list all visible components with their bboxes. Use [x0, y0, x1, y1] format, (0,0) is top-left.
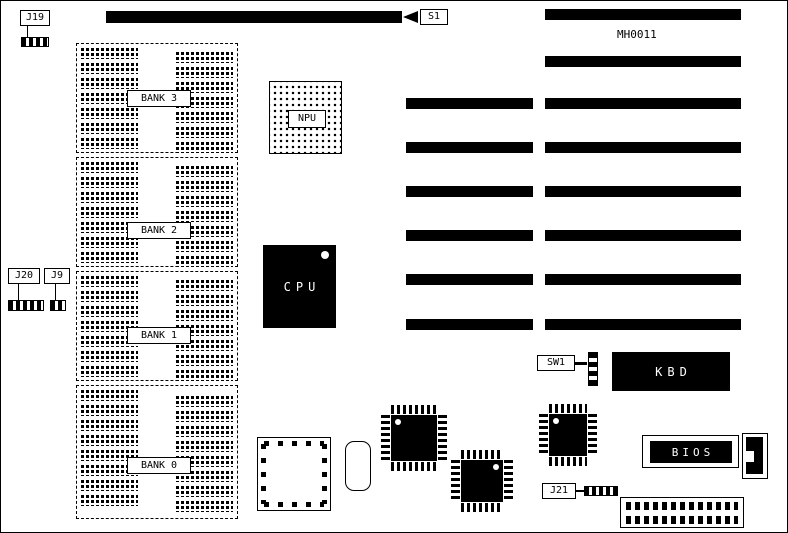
qfp-pins	[391, 405, 437, 414]
npu-socket: NPU	[269, 81, 342, 154]
dram-chip-column	[81, 390, 138, 506]
qfp-pin1-dot	[553, 418, 559, 424]
qfp-pins	[539, 414, 548, 456]
expansion-slot	[545, 56, 741, 67]
dram-chip-column	[81, 162, 138, 263]
edge-connector	[742, 433, 768, 479]
pin-header-row	[626, 516, 738, 524]
board-part-number: MH0011	[617, 28, 657, 41]
s1-label: S1	[420, 9, 448, 25]
qfp-pins	[438, 415, 447, 461]
bottom-pin-header-block	[620, 497, 744, 528]
expansion-slot	[545, 319, 741, 330]
qfp-pins	[549, 457, 587, 466]
plcc-ticks-right	[322, 444, 327, 504]
bios-label: BIOS	[671, 445, 715, 459]
qfp-pins	[391, 462, 437, 471]
memory-bank-3: BANK 3	[76, 43, 238, 153]
j20-leader-line	[18, 284, 19, 300]
qfp-chip	[539, 404, 597, 466]
qfp-body	[391, 415, 437, 461]
j20-header-pins	[8, 300, 44, 311]
bios-chip: BIOS	[650, 441, 732, 463]
edge-connector-body	[746, 437, 763, 474]
expansion-slot	[545, 98, 741, 109]
expansion-slot	[406, 274, 533, 285]
edge-connector-notch	[746, 451, 754, 462]
j19-leader-line	[27, 26, 28, 37]
memory-bank-1: BANK 1	[76, 271, 238, 381]
s1-arrow-icon	[403, 11, 418, 23]
j19-header-pins	[21, 37, 49, 47]
qfp-pins	[504, 460, 513, 502]
j21-leader-line	[576, 490, 584, 492]
j9-header-pins	[50, 300, 66, 311]
kbd-chip: KBD	[612, 352, 730, 391]
npu-label: NPU	[288, 110, 326, 128]
qfp-pin1-dot	[395, 419, 401, 425]
j9-label: J9	[44, 268, 70, 284]
dram-chip-column	[176, 166, 233, 267]
qfp-body	[549, 414, 587, 456]
expansion-slot	[545, 230, 741, 241]
memory-bank-0: BANK 0	[76, 385, 238, 519]
qfp-pins	[381, 415, 390, 461]
expansion-slot	[406, 98, 533, 109]
qfp-pins	[549, 404, 587, 413]
plcc-ticks-top	[264, 441, 324, 446]
qfp-pins	[461, 450, 503, 459]
j9-leader-line	[55, 284, 56, 300]
expansion-slot	[406, 186, 533, 197]
expansion-slot	[406, 142, 533, 153]
cpu-label: CPU	[283, 279, 321, 294]
expansion-slot	[406, 230, 533, 241]
sw1-dip-switch	[588, 352, 598, 386]
j20-label: J20	[8, 268, 40, 284]
cpu-chip: CPU	[263, 245, 336, 328]
cpu-pin1-dot	[321, 251, 329, 259]
bios-socket: BIOS	[642, 435, 739, 468]
bank2-label: BANK 2	[127, 222, 191, 239]
j21-header-pins	[584, 486, 618, 496]
qfp-pins	[588, 414, 597, 456]
kbd-label: KBD	[655, 364, 692, 379]
oscillator	[345, 441, 371, 491]
dram-chip-column	[81, 276, 138, 377]
sw1-leader-line	[575, 362, 587, 365]
pin-header-row	[626, 502, 738, 510]
top-bus-slot	[106, 11, 402, 23]
expansion-slot	[545, 9, 741, 20]
qfp-pin1-dot	[493, 464, 499, 470]
qfp-pins	[451, 460, 460, 502]
dram-chip-column	[176, 396, 233, 512]
qfp-body	[461, 460, 503, 502]
qfp-chip	[451, 450, 513, 512]
bank1-label: BANK 1	[127, 327, 191, 344]
expansion-slot	[406, 319, 533, 330]
qfp-chip	[381, 405, 447, 471]
plcc-socket	[257, 437, 331, 511]
bank3-label: BANK 3	[127, 90, 191, 107]
qfp-pins	[461, 503, 503, 512]
expansion-slot	[545, 186, 741, 197]
expansion-slot	[545, 274, 741, 285]
memory-bank-2: BANK 2	[76, 157, 238, 267]
plcc-ticks-left	[261, 444, 266, 504]
sw1-label: SW1	[537, 355, 575, 371]
j21-label: J21	[542, 483, 576, 499]
plcc-ticks-bottom	[264, 502, 324, 507]
j19-label: J19	[20, 10, 50, 26]
expansion-slot	[545, 142, 741, 153]
bank0-label: BANK 0	[127, 457, 191, 474]
